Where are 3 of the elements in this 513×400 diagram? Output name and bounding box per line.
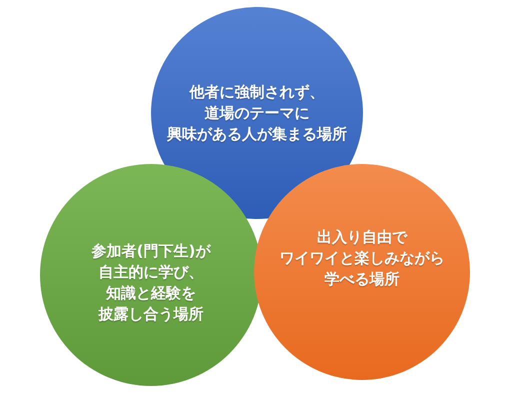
circle-label: 出入り自由でワイワイと楽しみながら学べる場所 [280,226,444,290]
circle-label: 他者に強制されず、道場のテーマに興味がある人が集まる場所 [167,82,347,144]
circle-label: 参加者(門下生)が自主的に学び、知識と経験を披露し合う場所 [92,241,210,325]
